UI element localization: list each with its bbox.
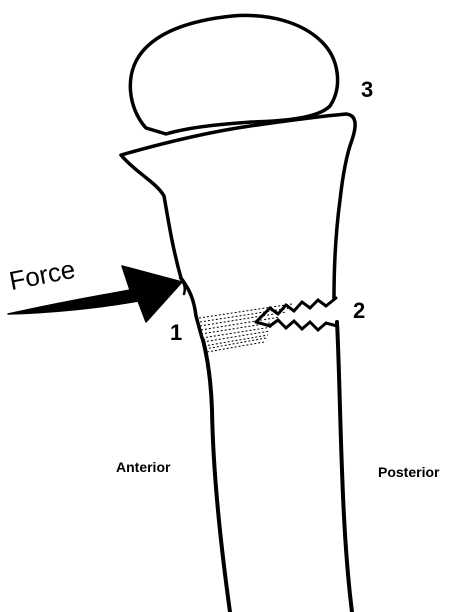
shaft-posterior-cortex bbox=[337, 322, 352, 612]
marker-3-label: 3 bbox=[361, 79, 373, 101]
anterior-label: Anterior bbox=[116, 460, 170, 474]
fracture-line-lower bbox=[256, 320, 337, 330]
fracture-hatching bbox=[199, 304, 292, 352]
shaft-anterior-cortex bbox=[203, 340, 230, 612]
posterior-label: Posterior bbox=[378, 465, 439, 479]
marker-1-label: 1 bbox=[170, 322, 182, 344]
humeral-head bbox=[130, 15, 337, 134]
marker-2-label: 2 bbox=[353, 300, 365, 322]
fracture-line-upper bbox=[256, 298, 336, 322]
